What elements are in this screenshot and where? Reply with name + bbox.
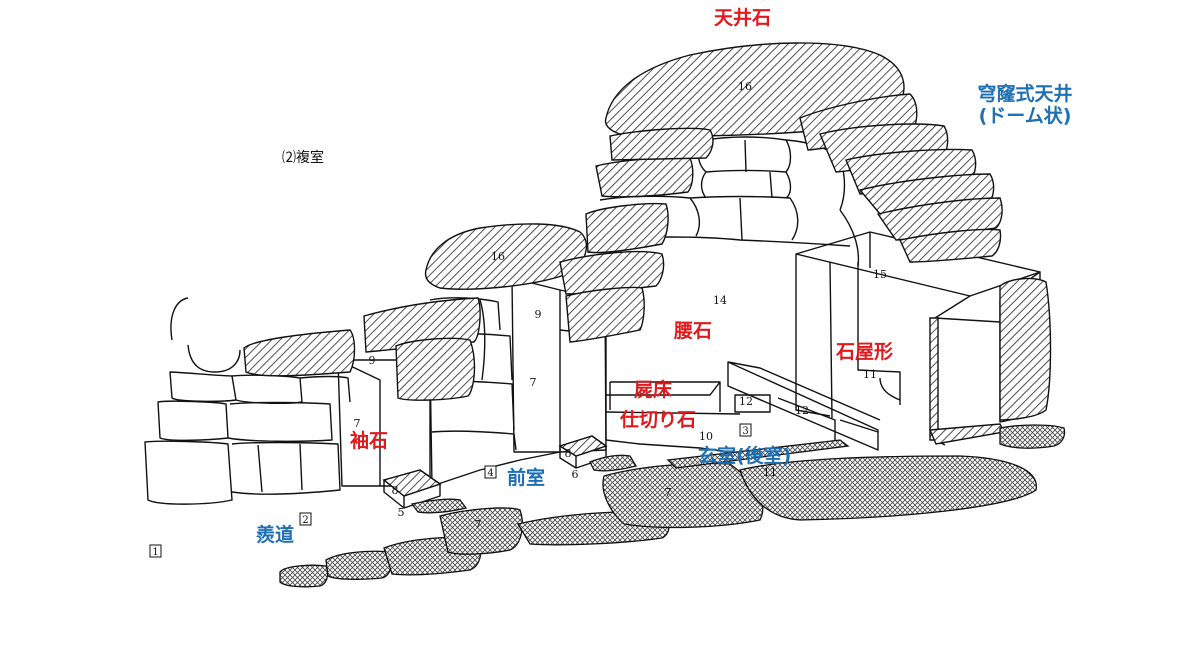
section-box-3	[739, 423, 752, 437]
ceiling-stone-front	[424, 223, 588, 290]
section-number-3: 3	[742, 426, 748, 437]
floor-slabs	[279, 424, 1066, 588]
label-passage: 羨道	[256, 524, 295, 546]
label-dome-ceiling-line2: (ドーム状)	[978, 104, 1072, 127]
label-dome-ceiling: 穹窿式天井 (ドーム状)	[960, 83, 1090, 128]
part-number-7-rear-floor: 7	[665, 486, 672, 499]
label-stone-house: 石屋形	[836, 341, 894, 363]
part-number-16-top: 16	[738, 80, 752, 93]
part-number-15: 15	[873, 268, 887, 281]
part-number-10: 10	[699, 430, 713, 443]
sill-beam	[666, 439, 850, 469]
label-corpse-bed: 屍床	[634, 379, 673, 401]
part-number-9-left: 9	[369, 354, 376, 367]
part-number-7-pillar: 7	[530, 376, 537, 389]
section-number-boxes	[149, 423, 752, 558]
part-number-8-right: 8	[565, 447, 572, 460]
figure-title: ⑵複室	[282, 149, 324, 166]
section-number-4: 4	[487, 468, 493, 479]
part-number-11-floor: 11	[763, 466, 777, 479]
part-number-16-front: 16	[491, 250, 505, 263]
part-number-6: 6	[572, 468, 579, 481]
part-number-8-left: 8	[392, 484, 399, 497]
section-box-4	[484, 465, 497, 479]
part-number-12-right: 12	[795, 404, 809, 417]
label-sleeve-stone: 袖石	[350, 430, 389, 452]
label-rear-chamber: 玄室(後室)	[698, 445, 792, 467]
part-number-7-sleeve: 7	[354, 417, 361, 430]
part-number-14: 14	[713, 294, 727, 307]
part-number-5: 5	[398, 506, 405, 519]
part-number-7-front-floor: 7	[475, 518, 482, 531]
stone-house-pillar	[999, 277, 1052, 421]
label-dome-ceiling-line1: 穹窿式天井	[977, 83, 1073, 105]
section-number-2: 2	[302, 515, 308, 526]
label-ceiling-stone: 天井石	[714, 7, 772, 29]
label-waist-stone: 腰石	[674, 320, 713, 342]
part-number-11-stone-house: 11	[863, 368, 877, 381]
label-partition-stone: 仕切り石	[620, 409, 697, 431]
section-number-1: 1	[152, 547, 158, 558]
part-number-9-right: 9	[535, 308, 542, 321]
label-front-chamber: 前室	[507, 467, 546, 489]
part-number-12-left: 12	[739, 395, 753, 408]
section-box-2	[299, 512, 312, 526]
section-box-1	[149, 544, 162, 558]
cap-stones	[243, 42, 1052, 497]
